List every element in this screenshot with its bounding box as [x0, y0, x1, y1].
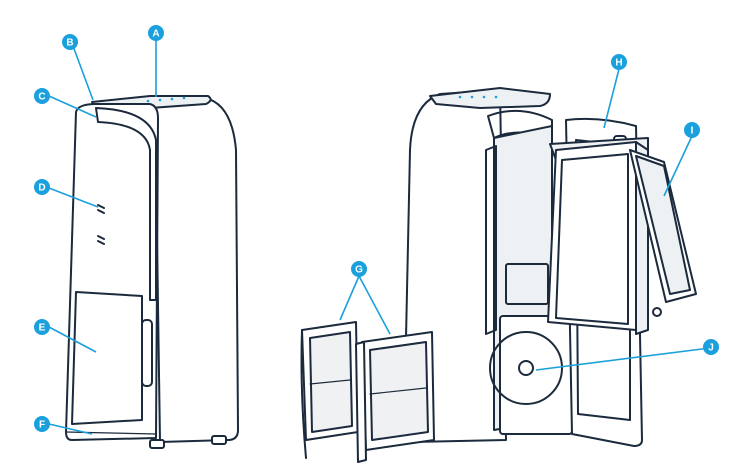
- pre-filters: [300, 321, 435, 463]
- callout-a: A: [148, 25, 164, 41]
- purifier-opened-view: [403, 87, 697, 447]
- callout-h-label: H: [615, 58, 622, 69]
- callout-b: B: [62, 34, 78, 50]
- callout-d-label: D: [38, 183, 45, 194]
- callout-b-label: B: [66, 38, 73, 49]
- callout-f-label: F: [39, 420, 45, 431]
- callout-i: I: [684, 122, 700, 138]
- callout-j: J: [703, 339, 719, 355]
- purifier-front-view: [65, 95, 239, 449]
- callout-h: H: [611, 54, 627, 70]
- callout-d: D: [34, 179, 50, 195]
- callout-g: G: [351, 261, 367, 277]
- callout-a-label: A: [152, 29, 159, 40]
- callout-i-label: I: [691, 126, 694, 137]
- callout-j-label: J: [708, 343, 714, 354]
- callout-e: E: [34, 319, 50, 335]
- callout-g-label: G: [355, 265, 363, 276]
- callout-c-label: C: [38, 92, 45, 103]
- callout-e-label: E: [39, 323, 46, 334]
- callout-c: C: [34, 88, 50, 104]
- callout-f: F: [34, 416, 50, 432]
- callout-leaders: [48, 41, 711, 435]
